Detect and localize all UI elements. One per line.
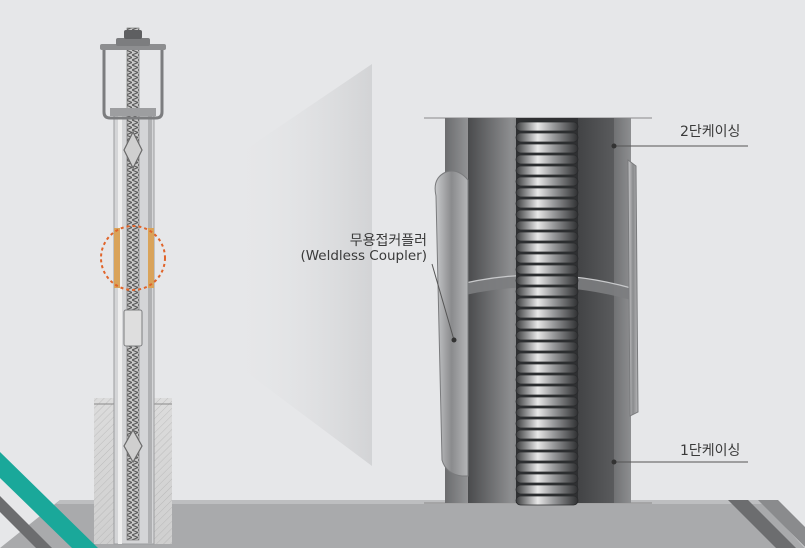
coil-ring <box>515 165 579 176</box>
accent-stripe-gray-right-2 <box>758 500 805 548</box>
coil-ring <box>515 132 579 143</box>
casing-detail-illustration <box>424 117 748 506</box>
coil-ring <box>515 385 579 396</box>
coil-ring <box>515 143 579 154</box>
coupler-highlight-circle <box>100 225 166 291</box>
coil-ring <box>515 407 579 418</box>
coil-ring <box>515 418 579 429</box>
coil-ring <box>515 121 579 132</box>
coil-ring <box>515 176 579 187</box>
coil-ring <box>515 451 579 462</box>
coil-ring <box>515 308 579 319</box>
coil-ring <box>515 209 579 220</box>
coil-ring <box>515 154 579 165</box>
pile-assembly-icon <box>94 27 172 545</box>
coil-ring <box>515 484 579 495</box>
coil-ring <box>515 198 579 209</box>
label-first-casing: 1단케이싱 <box>680 443 741 459</box>
coil-ring <box>515 220 579 231</box>
coil-ring <box>515 473 579 484</box>
coil-ring <box>515 374 579 385</box>
coil-ring <box>515 462 579 473</box>
coil-ring <box>515 363 579 374</box>
coil-ring <box>515 396 579 407</box>
ground-slab <box>0 500 805 548</box>
coil-ring <box>515 429 579 440</box>
label-coupler-korean: 무용접커플러 <box>349 233 427 249</box>
coil-ring <box>515 330 579 341</box>
accent-stripe-teal <box>0 452 98 548</box>
coil-ring <box>515 264 579 275</box>
coil-ring <box>515 319 579 330</box>
coil-ring <box>515 286 579 297</box>
coil-ring <box>515 440 579 451</box>
label-second-casing: 2단케이싱 <box>680 124 741 140</box>
zoom-fan <box>230 64 372 466</box>
coil-ring <box>515 242 579 253</box>
coil-ring <box>515 253 579 264</box>
accent-stripe-gray-right-1 <box>728 500 796 548</box>
coil-ring <box>515 352 579 363</box>
coil-ring <box>515 341 579 352</box>
accent-stripe-gray-left <box>0 496 52 548</box>
label-coupler-english: (Weldless Coupler) <box>300 248 427 264</box>
coil-ring <box>515 187 579 198</box>
coil-ring <box>515 495 579 506</box>
coil-ring <box>515 275 579 286</box>
coil-ring <box>515 297 579 308</box>
helmet-cap-icon <box>100 30 166 120</box>
coil-ring <box>515 231 579 242</box>
